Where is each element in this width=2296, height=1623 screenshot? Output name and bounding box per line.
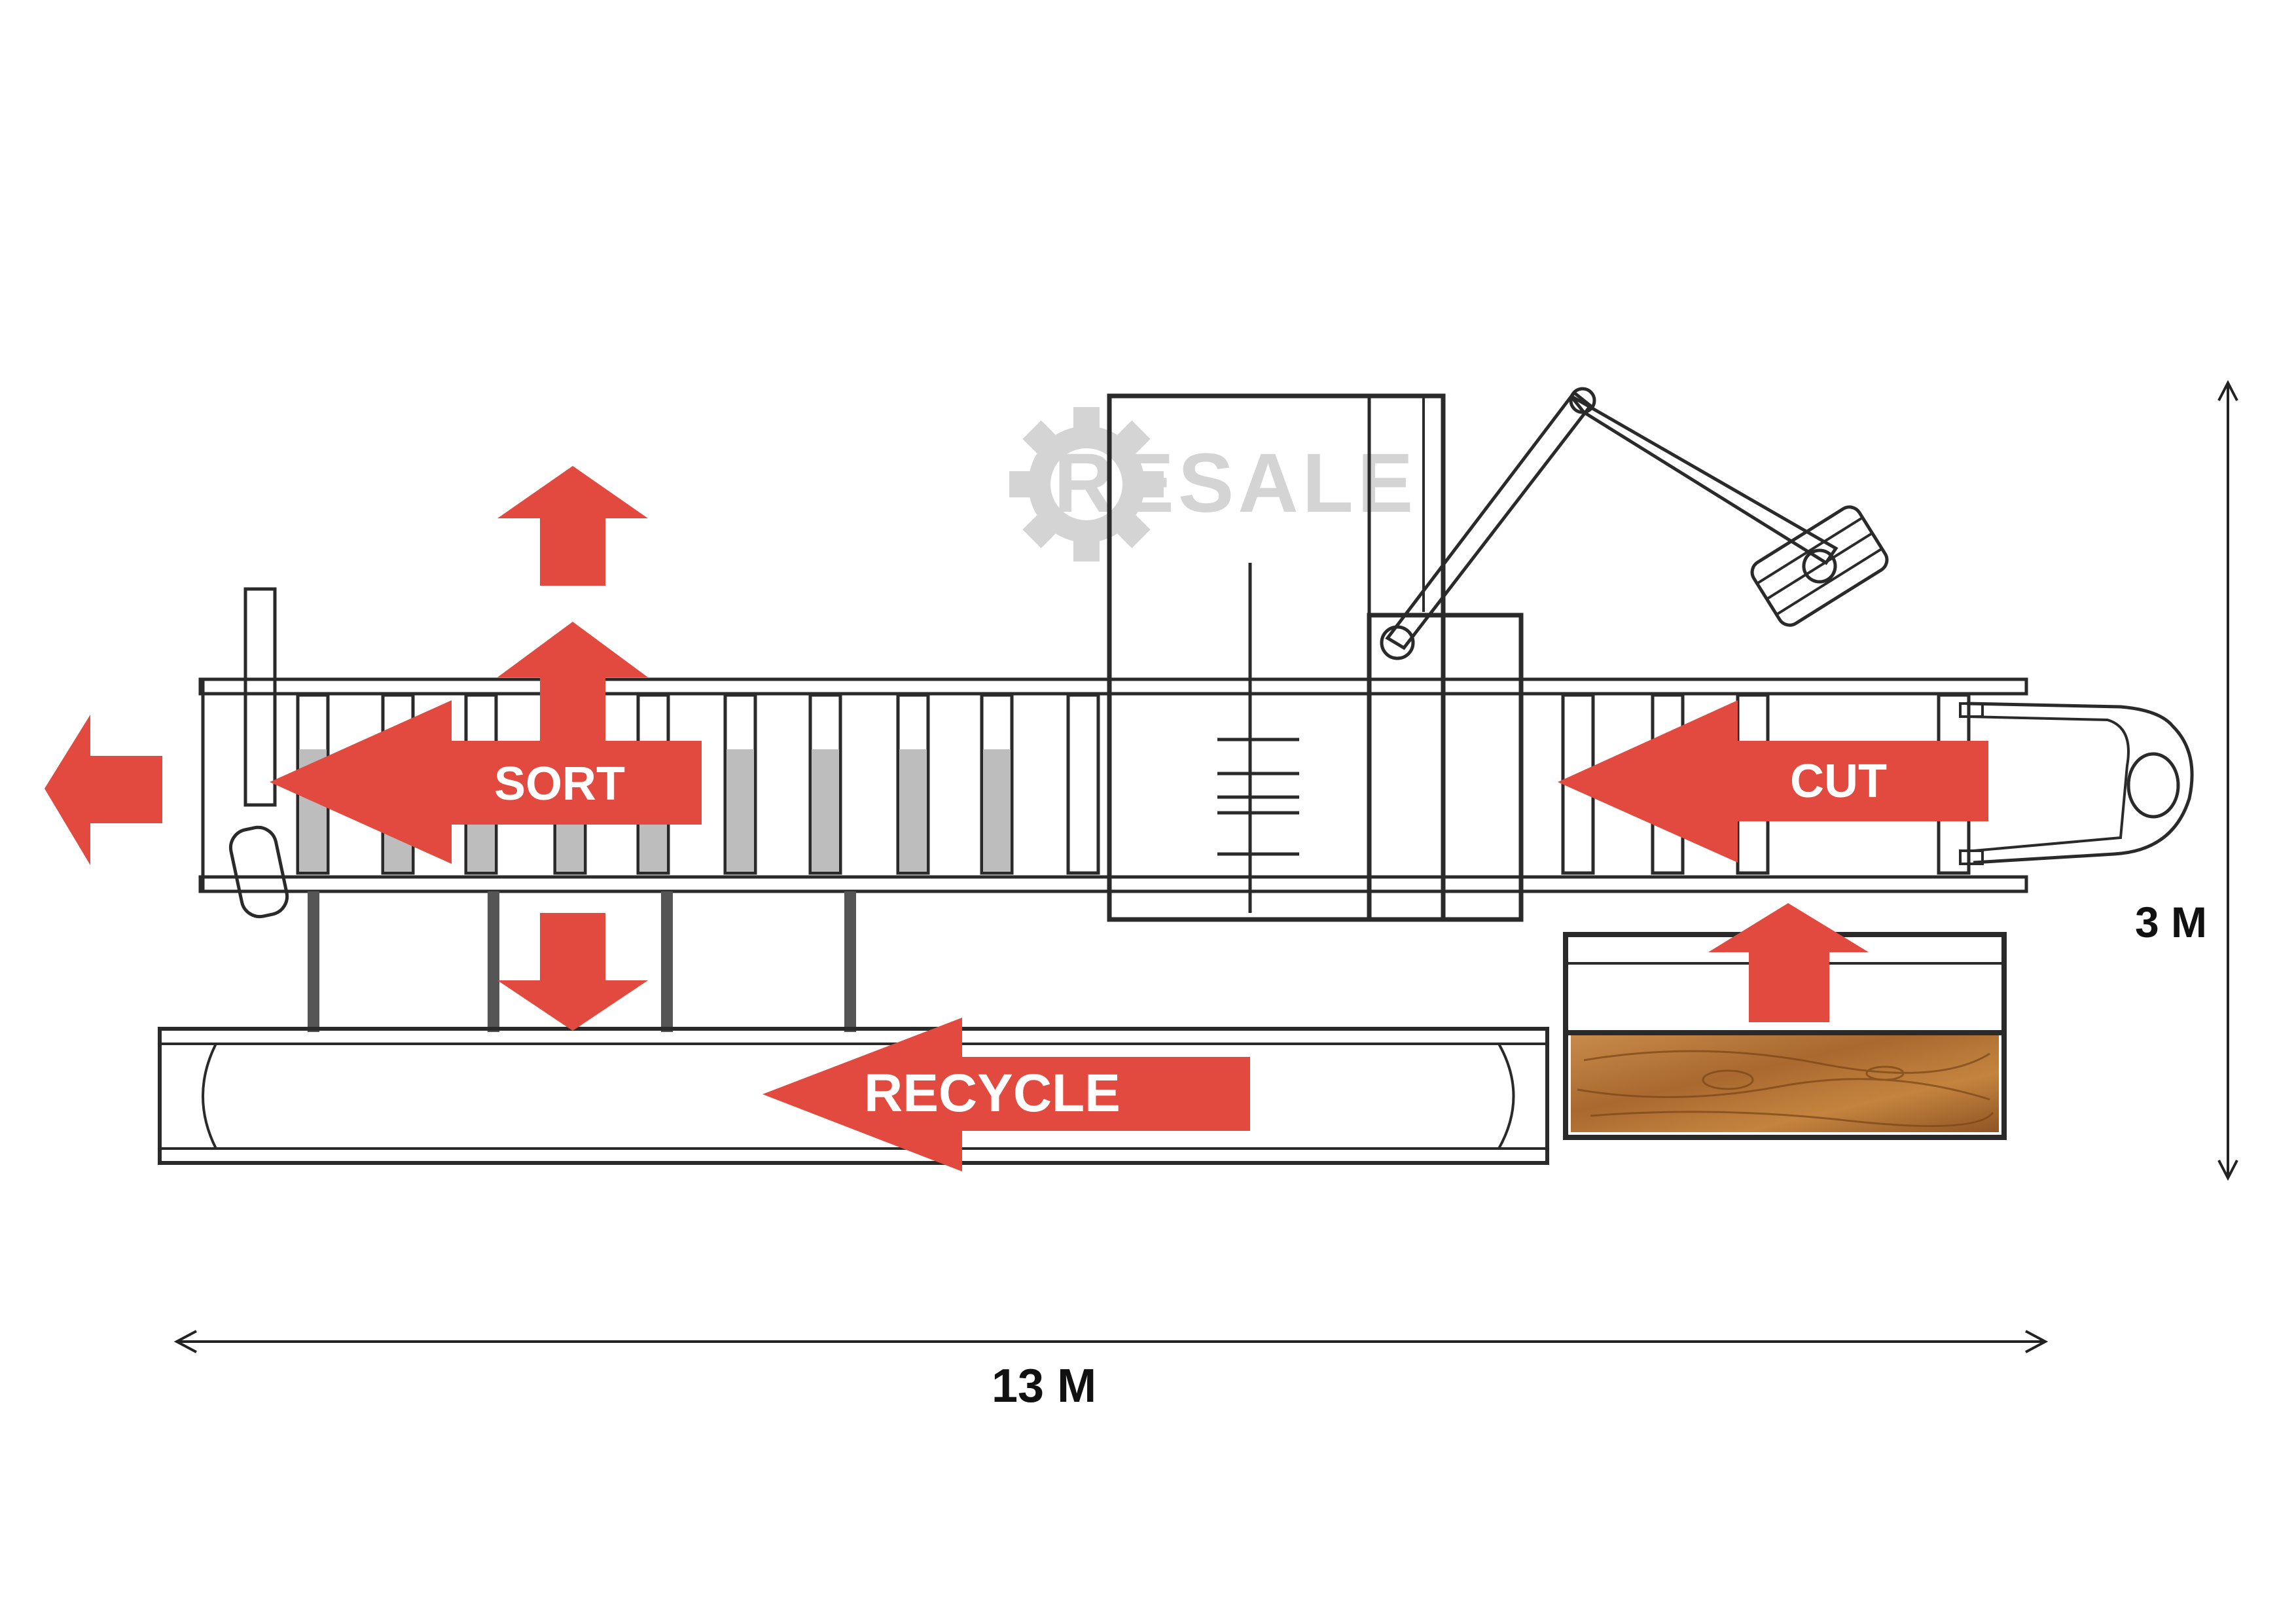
recycle-label: RECYCLE <box>864 1063 1121 1123</box>
length-label: 13 M <box>992 1360 1096 1412</box>
roller-slot <box>1066 693 1100 875</box>
height-label: 3 M <box>2135 898 2207 946</box>
resale-watermark: RESALE <box>1009 407 1417 562</box>
recycle-conveyor <box>158 1027 1549 1165</box>
sort-label: SORT <box>494 758 625 810</box>
roller-slot-fill <box>983 749 1011 872</box>
length-dimension: 13 M <box>173 1330 2049 1412</box>
sort-arrow <box>270 700 702 864</box>
roller-slot-fill <box>899 749 927 872</box>
recycle-arrow <box>762 1018 1250 1171</box>
watermark-text: RESALE <box>1054 437 1417 530</box>
feed-up-arrow <box>1708 903 1869 1022</box>
up-arrow-top <box>497 466 648 586</box>
cut-arrow <box>1558 700 1988 863</box>
saw-blade-head <box>1750 505 1889 627</box>
height-dimension: 3 M <box>2135 380 2238 1181</box>
conveyor-legs <box>308 891 856 1032</box>
roller-slot-fill <box>726 749 754 872</box>
exit-arrow-left <box>45 715 162 865</box>
down-arrow <box>497 913 648 1031</box>
saw-arm <box>1380 387 1889 660</box>
process-arrows: SORT CUT RECYCLE <box>45 466 1988 1171</box>
up-arrow-middle <box>497 622 648 743</box>
sorting-gate <box>228 587 289 919</box>
wood-stack <box>1571 1033 1999 1132</box>
roller-slot-fill <box>812 749 839 872</box>
cut-label: CUT <box>1790 755 1887 808</box>
conveyor-return-loop <box>1959 702 2194 865</box>
wood-infeed-bin <box>1563 932 2007 1140</box>
saw-housing <box>1107 393 1524 922</box>
